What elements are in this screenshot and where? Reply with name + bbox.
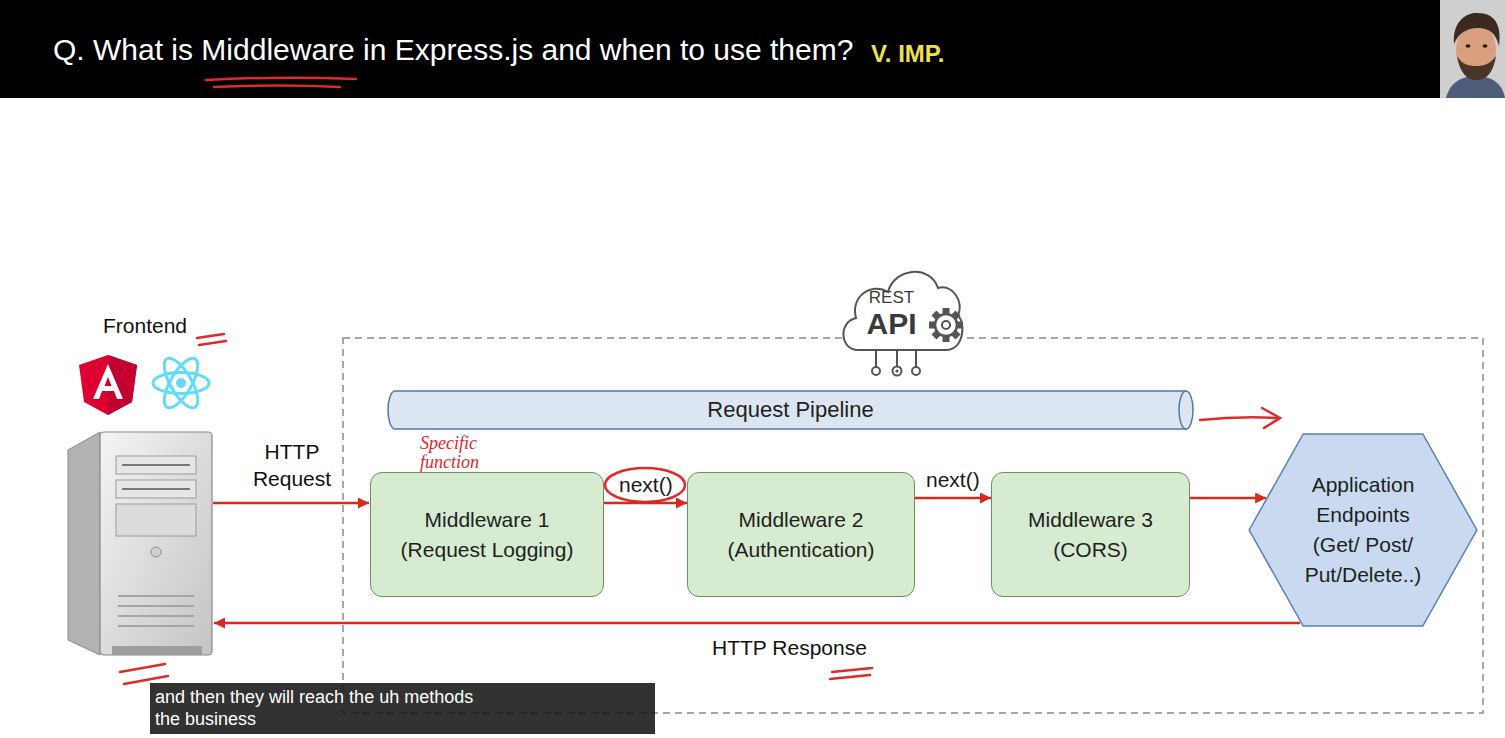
node-text: (Request Logging) <box>401 535 574 565</box>
red-annotation <box>214 86 340 88</box>
react-logo <box>153 373 209 394</box>
red-annotation <box>120 78 1280 684</box>
http-request-arrow <box>213 502 369 505</box>
api-boundary <box>343 338 1483 713</box>
node-text-group: Middleware 1(Request Logging) <box>401 505 574 565</box>
server-illustration <box>118 605 194 607</box>
server-illustration <box>68 432 212 655</box>
cloud-outline <box>893 367 902 376</box>
server-illustration <box>118 615 194 617</box>
cloud-outline <box>935 314 957 336</box>
http-request-label: HTTP Request <box>243 438 341 492</box>
presenter-photo <box>1483 44 1488 48</box>
title-bar <box>0 0 1505 98</box>
cloud-outline <box>895 369 898 372</box>
cloud-outline <box>896 350 898 367</box>
node-text: Application Endpoints <box>1288 470 1438 530</box>
page-title: Q. What is Middleware in Express.js and … <box>53 33 853 67</box>
presenter-photo <box>1466 44 1471 48</box>
server-illustration <box>116 480 196 498</box>
red-annotation <box>197 334 224 338</box>
arrow-connector <box>1190 497 1266 500</box>
angular-logo <box>79 355 137 415</box>
cloud-outline <box>872 367 880 375</box>
presenter-photo <box>1440 0 1505 98</box>
cloud-outline <box>875 350 877 367</box>
importance-tag: V. IMP. <box>871 40 944 68</box>
node-text: (Authentication) <box>727 535 874 565</box>
server-illustration <box>116 504 196 536</box>
node-text-group: RESTAPI <box>866 288 916 340</box>
edge-label: next() <box>619 473 673 497</box>
endpoints-hexagon: Application Endpoints(Get/ Post/ Put/Del… <box>1248 433 1478 627</box>
red-annotation <box>832 668 872 672</box>
rest-api-cloud: RESTAPI <box>838 258 965 380</box>
server-illustration <box>68 432 100 655</box>
red-annotation <box>206 78 356 80</box>
server-illustration <box>122 464 190 466</box>
cloud-outline <box>942 321 950 329</box>
server-illustration <box>118 625 194 627</box>
presenter-photo <box>1457 56 1496 80</box>
middleware-box: Middleware 1(Request Logging) <box>370 472 604 597</box>
react-logo <box>158 354 204 413</box>
node-text: Middleware 2 <box>739 505 864 535</box>
red-annotation <box>830 675 870 679</box>
node-text: (CORS) <box>1053 535 1128 565</box>
node-text: Middleware 1 <box>425 505 550 535</box>
react-logo <box>153 354 209 413</box>
edge-label: next() <box>926 468 980 492</box>
node-text: (Get/ Post/ Put/Delete..) <box>1288 530 1438 590</box>
presenter-photo <box>1440 0 1505 98</box>
red-annotation <box>1200 417 1278 420</box>
middleware-box: Middleware 3(CORS) <box>991 472 1190 597</box>
http-response-label: HTTP Response <box>712 636 867 660</box>
server-illustration <box>100 432 212 655</box>
hex-outline <box>1248 433 1478 627</box>
cloud-outline <box>843 272 962 350</box>
cloud-outline <box>915 350 917 367</box>
server-illustration <box>122 488 190 490</box>
red-annotation <box>1262 408 1280 428</box>
node-text: Request Pipeline <box>707 397 873 423</box>
pipeline-body <box>388 391 1193 429</box>
server-illustration <box>118 595 194 597</box>
node-text-group: Middleware 2(Authentication) <box>727 505 874 565</box>
red-annotation <box>605 468 685 502</box>
node-text: Middleware 3 <box>1028 505 1153 535</box>
pipeline-end <box>1179 391 1186 429</box>
react-logo <box>158 354 204 413</box>
red-annotation <box>120 664 165 672</box>
server-illustration <box>112 646 202 655</box>
node-text-group: Middleware 3(CORS) <box>1028 505 1153 565</box>
node-text-group: Application Endpoints(Get/ Post/ Put/Del… <box>1288 470 1438 590</box>
arrow-connector <box>604 502 687 505</box>
server-illustration <box>151 547 161 557</box>
node-text-group: Request Pipeline <box>707 397 873 423</box>
middleware-box: Middleware 2(Authentication) <box>687 472 915 597</box>
cloud-outline <box>912 367 920 375</box>
node-text: API <box>866 307 916 340</box>
arrow-connector <box>915 497 991 500</box>
angular-logo <box>93 364 123 399</box>
node-text: REST <box>869 288 914 307</box>
red-annotation <box>199 341 226 345</box>
hexagon-shape <box>1249 434 1477 626</box>
presenter-photo <box>1454 13 1500 46</box>
server-illustration <box>116 456 196 474</box>
react-logo <box>176 378 186 388</box>
angular-logo <box>79 355 137 415</box>
http-response-arrow <box>214 622 1300 625</box>
handwritten-note: Specific function <box>420 434 532 472</box>
request-pipeline: Request Pipeline <box>388 390 1193 430</box>
frontend-label: Frontend <box>103 314 187 338</box>
video-subtitle: and then they will reach the uh methods … <box>150 683 655 734</box>
